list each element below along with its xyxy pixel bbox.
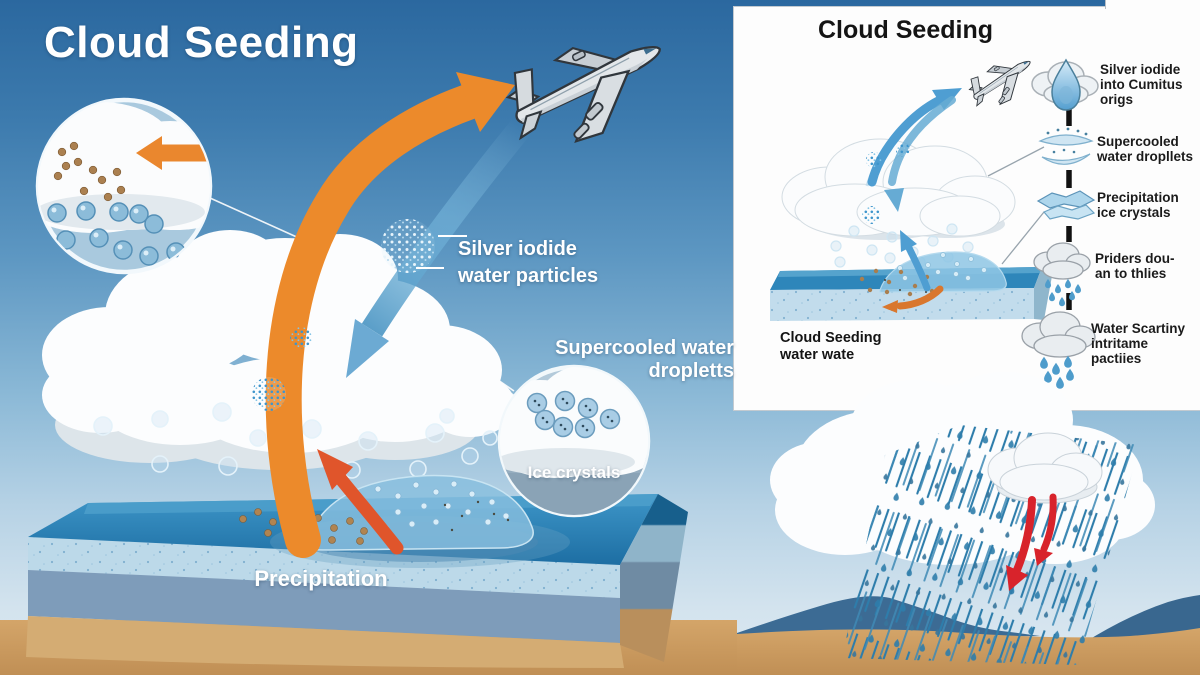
- rain-scene: [737, 372, 1200, 675]
- panel-title: Cloud Seeding: [818, 16, 993, 44]
- water-mound: [239, 474, 570, 568]
- updraft-arrow: [265, 72, 515, 558]
- ice-crystals-label: Ice crystals: [527, 463, 621, 482]
- legend-item-priders: Priders dou- an to thlies: [1095, 251, 1175, 282]
- seed-particle-trail: [239, 508, 384, 545]
- small-cloud: [987, 432, 1103, 504]
- seeded-particle-balls: [252, 327, 312, 411]
- main-title: Cloud Seeding: [44, 18, 359, 67]
- airplane-icon: [492, 10, 683, 168]
- rain-streaks: [842, 425, 1140, 665]
- panel-caption: Cloud Seeding water wate: [780, 330, 882, 364]
- legend-item-supercooled: Supercooled water dropllets: [1097, 134, 1194, 165]
- legend-item-water-scartiny: Water Scartiny intritame pactiies: [1091, 321, 1186, 367]
- seeding-inset-circle: [35, 97, 213, 275]
- evaporation-arrow: [317, 449, 404, 555]
- legend-item-precipitation: Precipitation ice crystals: [1097, 190, 1179, 221]
- ice-crystals-inset-circle: [497, 364, 651, 518]
- downpour-arrows: [1006, 493, 1057, 591]
- precipitation-label: Precipitation: [254, 566, 388, 591]
- panel-notch: [1105, 0, 1200, 9]
- silver-iodide-label: Silver iodide water particles: [458, 238, 599, 287]
- inset-connector-lines: [201, 197, 525, 404]
- silver-iodide-cluster: [381, 219, 467, 273]
- supercooled-label: Supercooled water dropletts: [555, 337, 734, 382]
- main-cloud: [42, 230, 515, 470]
- falling-droplets: [93, 402, 498, 488]
- legend-item-silver-iodide: Silver iodide into Cumitus origs: [1100, 62, 1183, 108]
